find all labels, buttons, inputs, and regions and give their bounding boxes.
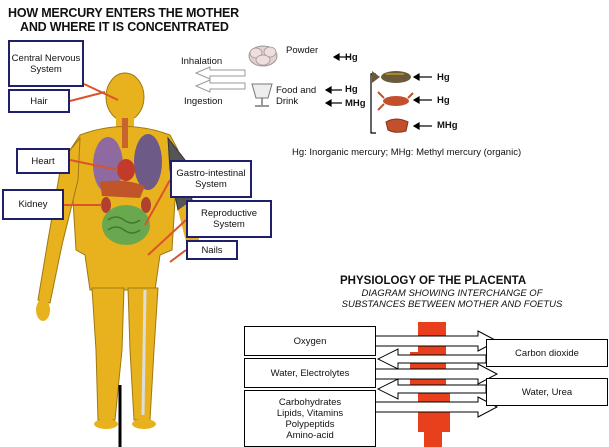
carb-line2: Lipids, Vitamins (276, 407, 344, 419)
carb-line3: Polypeptids (285, 418, 335, 430)
co2-label: Carbon dioxide (515, 347, 579, 359)
connector-repro (147, 219, 187, 256)
water-box: Water, Electrolytes (244, 358, 376, 388)
food-bracket (370, 73, 376, 134)
connector-nails (169, 249, 187, 263)
placenta-subtitle: DIAGRAM SHOWING INTERCHANGE OF SUBSTANCE… (322, 288, 582, 310)
repro-box: Reproductive System (186, 200, 272, 238)
liver-organ (100, 180, 145, 198)
mercury-title-line2: AND WHERE IT IS CONCENTRATED (20, 20, 229, 34)
kidney-organ (101, 197, 111, 213)
inhalation-label: Inhalation (181, 56, 223, 67)
lobster-icon (377, 91, 414, 111)
meat-icon (385, 118, 409, 133)
exchange-arrows (373, 330, 499, 418)
ingestion-label: Ingestion (184, 96, 223, 107)
heart-label: Heart (31, 155, 55, 167)
hg-fish: Hg (437, 72, 450, 83)
carb-line1: Carbohydrates (278, 396, 342, 408)
nutrients-box: Carbohydrates Lipids, Vitamins Polypepti… (244, 390, 376, 447)
carb-line4: Amino-acid (286, 429, 334, 441)
mercury-title: HOW MERCURY ENTERS THE MOTHER AND WHERE … (8, 6, 239, 34)
connector-heart (69, 159, 119, 171)
hair-label: Hair (30, 95, 48, 107)
nails-label: Nails (201, 244, 223, 256)
oxygen-label: Oxygen (293, 335, 327, 347)
powder-icon (248, 45, 278, 67)
hair-box: Hair (8, 89, 70, 113)
placenta-subtitle-line2: SUBSTANCES BETWEEN MOTHER AND FOETUS (341, 299, 563, 310)
hg-arrows (324, 52, 432, 131)
mercury-legend: Hg: Inorganic mercury; MHg: Methyl mercu… (292, 147, 522, 158)
heart-box: Heart (16, 148, 70, 174)
cns-label: Central Nervous System (11, 52, 81, 75)
connector-gi (144, 179, 171, 226)
placenta-subtitle-line1: DIAGRAM SHOWING INTERCHANGE OF (361, 288, 543, 299)
hg-drink: Hg (345, 84, 358, 95)
mhg-meat: MHg (437, 120, 458, 131)
gi-box: Gastro-intestinal System (170, 160, 252, 198)
hg-powder: Hg (345, 52, 358, 63)
fish-icon (372, 71, 411, 83)
food-drink-label: Food and Drink (276, 85, 317, 107)
powder-label: Powder (286, 45, 319, 56)
oxygen-box: Oxygen (244, 326, 376, 356)
mhg-drink: MHg (345, 98, 366, 109)
gi-label: Gastro-intestinal System (176, 168, 246, 190)
right-lung (134, 134, 162, 190)
kidney-box: Kidney (2, 189, 64, 220)
urea-label: Water, Urea (521, 386, 573, 398)
heart-organ (117, 159, 135, 181)
mercury-title-line1: HOW MERCURY ENTERS THE MOTHER (8, 6, 240, 20)
body-silhouette (36, 72, 200, 429)
ingestion-arrow (194, 79, 246, 93)
placenta-title: PHYSIOLOGY OF THE PLACENTA (340, 275, 527, 287)
urea-box: Water, Urea (486, 378, 608, 406)
kidney-label: Kidney (18, 199, 48, 210)
glass-icon (251, 83, 273, 107)
inhalation-arrow (194, 66, 246, 80)
repro-label: Reproductive System (201, 208, 257, 230)
nails-box: Nails (186, 240, 238, 260)
water-label: Water, Electrolytes (270, 367, 350, 379)
connector-hair (69, 91, 106, 102)
co2-box: Carbon dioxide (486, 339, 608, 367)
arrow-nutrients (373, 396, 499, 418)
left-lung (93, 137, 123, 193)
cns-box: Central Nervous System (8, 40, 84, 87)
hg-lobster: Hg (437, 95, 450, 106)
intestine-organ (102, 205, 150, 245)
